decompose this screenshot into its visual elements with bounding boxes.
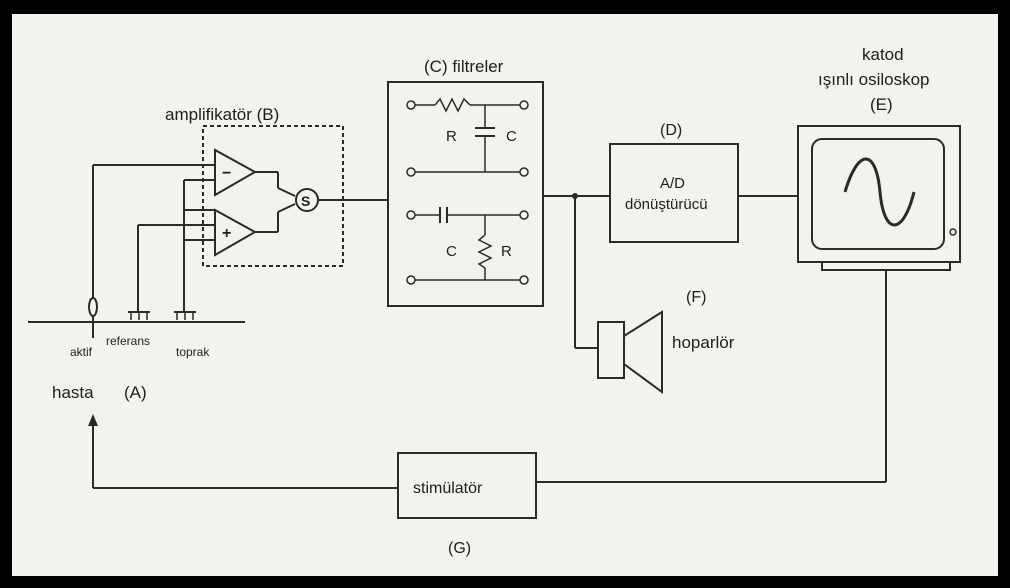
reference-electrode <box>128 225 150 320</box>
filter-c-top-label: C <box>506 128 517 145</box>
filter-box <box>387 81 544 307</box>
sine-wave-icon <box>843 157 916 227</box>
speaker-icon <box>597 310 663 394</box>
filters-label: (C) filtreler <box>424 57 504 76</box>
ad-converter-box <box>609 143 739 243</box>
ad-tag-label: (D) <box>660 122 682 139</box>
filter-c-bottom-label: C <box>446 243 457 260</box>
scope-line1-label: katod <box>862 45 904 64</box>
scope-line2-label: ışınlı osiloskop <box>818 70 930 89</box>
patient-label: hasta <box>52 383 94 402</box>
amp-minus-label: − <box>222 165 231 182</box>
stimulator-tag-label: (G) <box>448 540 471 557</box>
ad-line2-label: dönüştürücü <box>625 196 708 213</box>
active-label: aktif <box>70 345 93 359</box>
filter-circuit-top <box>406 97 529 177</box>
amp-sum-in-bottom <box>277 203 296 213</box>
scope-tag-label: (E) <box>870 95 893 114</box>
amp-plus-label: + <box>222 225 231 242</box>
active-electrode <box>88 165 98 338</box>
amplifier-top <box>214 148 258 197</box>
amp-sum-in-top <box>277 187 296 197</box>
speaker-tag-label: (F) <box>686 289 706 306</box>
filter-r-top-label: R <box>446 128 457 145</box>
reference-label: referans <box>106 334 150 348</box>
ad-line1-label: A/D <box>660 175 685 192</box>
stimulator-label: stimülatör <box>413 480 483 497</box>
amplifier-bottom <box>214 208 258 257</box>
filter-circuit-bottom <box>406 207 529 285</box>
patient-tag-label: (A) <box>124 383 147 402</box>
oscilloscope <box>797 125 961 271</box>
stimulator-box <box>397 452 537 519</box>
amplifier-label: amplifikatör (B) <box>165 105 279 124</box>
sum-symbol-label: S <box>301 193 310 209</box>
ground-electrode <box>174 179 215 320</box>
amplifier-box <box>202 125 344 267</box>
arrow-up-icon <box>88 414 98 426</box>
ground-label: toprak <box>176 345 210 359</box>
speaker-label: hoparlör <box>672 333 735 352</box>
filter-r-bottom-label: R <box>501 243 512 260</box>
